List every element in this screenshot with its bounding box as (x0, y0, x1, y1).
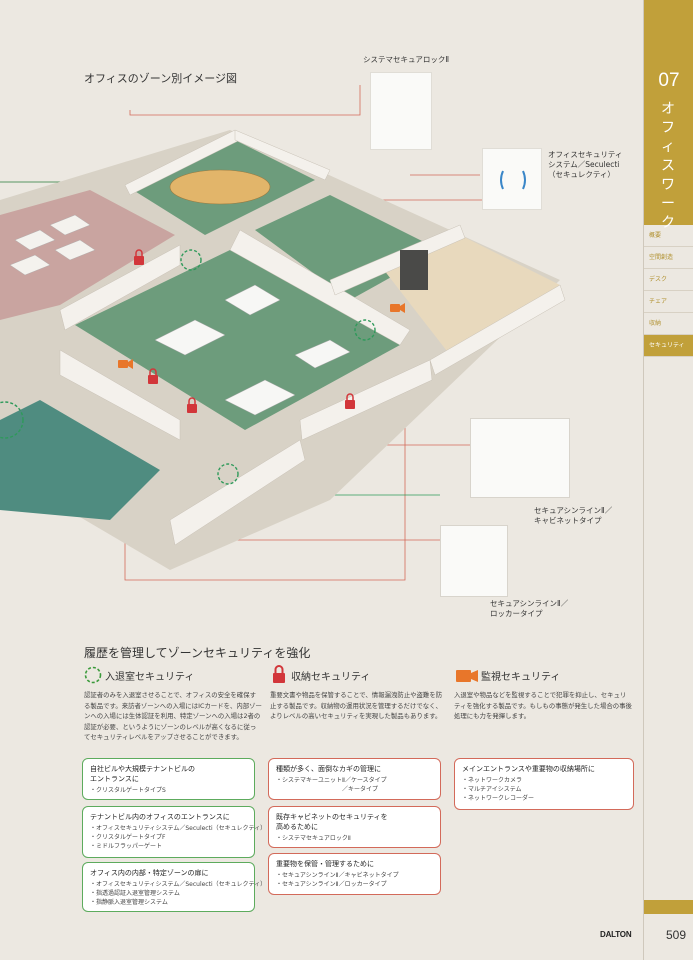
card-heading: 重要物を保管・管理するために (276, 860, 374, 868)
seculecti-line-1: オフィスセキュリティ (548, 150, 623, 159)
chapter-title-char: ィ (661, 139, 677, 155)
office-zone-map (0, 85, 566, 581)
brand-logo: DALTON (600, 930, 632, 939)
product-label-locker: セキュアシンラインⅡ／ ロッカータイプ (490, 599, 568, 619)
chapter-sidebar: 07 オフィスワーク 概要空間創造デスクチェア収納セキュリティ (643, 0, 693, 960)
card-item: ・指静脈入退室管理システム (90, 899, 168, 906)
product-label-secure-lock: システマセキュアロックⅡ (363, 55, 450, 64)
card-item: ・システマキーユニットⅡ／ケースタイプ (276, 777, 387, 784)
product-card: 種類が多く、面倒なカギの管理に・システマキーユニットⅡ／ケースタイプ ／キータイ… (268, 758, 441, 800)
chapter-index-item[interactable]: デスク (644, 269, 693, 291)
card-heading: 種類が多く、面倒なカギの管理に (276, 765, 381, 773)
cabinet-image (470, 418, 570, 498)
card-heading: テナントビル内のオフィスのエントランスに (90, 813, 230, 821)
camera-icon (456, 670, 478, 682)
chapter-title-char: フ (661, 120, 677, 136)
chapter-index-item[interactable]: 空間創造 (644, 247, 693, 269)
map-title: オフィスのゾーン別イメージ図 (84, 72, 238, 85)
seculecti-line-2: システム／Seculecti (548, 160, 620, 169)
chapter-index-item[interactable]: 収納 (644, 313, 693, 335)
footer-bar (644, 900, 693, 914)
card-heading: 自社ビルや大規模テナントビルの エントランスに (90, 765, 195, 783)
category-monitor-desc: 入退室や物品などを監視することで犯罪を抑止し、セキュリティを強化する製品です。も… (454, 691, 632, 721)
chapter-title: オフィスワーク (644, 100, 693, 233)
category-storage-label: 収納セキュリティ (291, 672, 371, 683)
card-item: ・クリスタルゲートタイプF (90, 834, 166, 841)
card-item: ・オフィスセキュリティシステム／Seculecti（セキュレクティ） (90, 881, 267, 888)
product-label-seculecti: オフィスセキュリティ システム／Seculecti （セキュレクティ） (548, 150, 622, 180)
product-card: 自社ビルや大規模テナントビルの エントランスに・クリスタルゲートタイプS (82, 758, 255, 800)
card-heading: 既存キャビネットのセキュリティを 高めるために (276, 813, 388, 831)
product-card: メインエントランスや重要物の収納場所に・ネットワークカメラ・マルチアイシステム・… (454, 758, 634, 810)
product-card: 重要物を保管・管理するために・セキュアシンラインⅡ／キャビネットタイプ・セキュア… (268, 853, 441, 895)
chapter-number: 07 (658, 70, 680, 91)
card-item: ・ネットワークレコーダー (462, 795, 535, 802)
locker-line-1: セキュアシンラインⅡ／ (490, 599, 569, 608)
chapter-title-char: ワ (661, 177, 677, 193)
card-item: ／キータイプ (276, 786, 379, 793)
chapter-index-item[interactable]: 概要 (644, 225, 693, 247)
locker-image (440, 525, 508, 597)
card-item: ・マルチアイシステム (462, 786, 522, 793)
chapter-title-char: ス (661, 158, 677, 174)
seculecti-line-3: （セキュレクティ） (548, 170, 615, 179)
section-title: 履歴を管理してゾーンセキュリティを強化 (84, 646, 311, 660)
chapter-header: 07 オフィスワーク (644, 0, 693, 231)
seculecti-device-icon (500, 170, 526, 190)
category-storage-desc: 重要文書や物品を保管することで、情報漏洩防止や盗難を防止する製品です。収納物の運… (270, 691, 443, 721)
chapter-title-char: オ (661, 101, 677, 117)
cabinet-line-1: セキュアシンラインⅡ／ (534, 506, 613, 515)
dashed-circle-icon (84, 666, 102, 684)
card-heading: メインエントランスや重要物の収納場所に (462, 765, 595, 773)
padlock-icon (273, 665, 285, 683)
card-item: ・クリスタルゲートタイプS (90, 787, 166, 794)
card-item: ・システマセキュアロックⅡ (276, 835, 351, 842)
category-entry-desc: 認証者のみを入退室させることで、オフィスの安全を確保する製品です。来訪者ゾーンへ… (84, 691, 262, 742)
page-number: 509 (665, 928, 686, 942)
card-item: ・ネットワークカメラ (462, 777, 523, 784)
category-monitor-label: 監視セキュリティ (481, 672, 561, 683)
product-card: オフィス内の内部・特定ゾーンの扉に・オフィスセキュリティシステム／Seculec… (82, 862, 267, 912)
locker-line-2: ロッカータイプ (490, 609, 543, 618)
product-card: 既存キャビネットのセキュリティを 高めるために・システマセキュアロックⅡ (268, 806, 441, 848)
product-label-cabinet: セキュアシンラインⅡ／ キャビネットタイプ (534, 506, 612, 526)
card-item: ・セキュアシンラインⅡ／ロッカータイプ (276, 881, 387, 888)
category-entry-label: 入退室セキュリティ (105, 672, 195, 683)
chapter-index-item[interactable]: セキュリティ (644, 335, 693, 357)
card-heading: オフィス内の内部・特定ゾーンの扉に (90, 869, 209, 877)
card-item: ・オフィスセキュリティシステム／Seculecti（セキュレクティ） (90, 825, 267, 832)
chapter-index: 概要空間創造デスクチェア収納セキュリティ (644, 225, 693, 357)
chapter-title-char: ー (661, 196, 677, 212)
secure-lock-image (370, 72, 432, 150)
card-item: ・セキュアシンラインⅡ／キャビネットタイプ (276, 872, 399, 879)
product-card: テナントビル内のオフィスのエントランスに・オフィスセキュリティシステム／Secu… (82, 806, 267, 858)
card-item: ・ミドルフラッパーゲート (90, 843, 163, 850)
cabinet-line-2: キャビネットタイプ (534, 516, 602, 525)
chapter-title-char: ク (661, 215, 677, 231)
seculecti-image (482, 148, 542, 210)
chapter-index-item[interactable]: チェア (644, 291, 693, 313)
card-item: ・指透過認証入退室管理システム (90, 890, 180, 897)
